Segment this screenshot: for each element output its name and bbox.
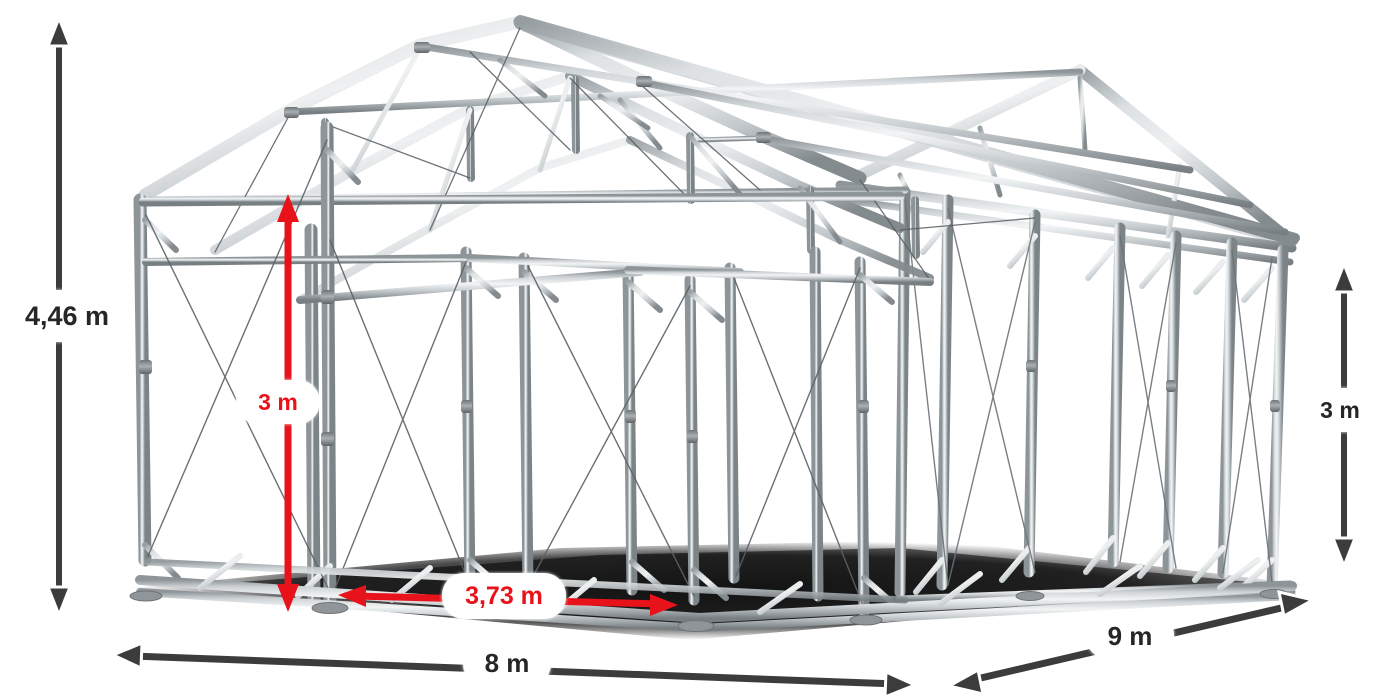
dimension-label-bay-spacing: 3,73 m [442,573,566,619]
frame-front-section [133,121,934,618]
frame-joints [139,42,1280,446]
dimension-label-side-height-left: 3 m [236,380,320,424]
dimension-label-width: 8 m [463,640,551,686]
dimension-label-length: 9 m [1086,613,1174,659]
dimension-label-side-height-right: 3 m [1301,388,1379,432]
dimension-label-total-height: 4,46 m [8,290,126,342]
